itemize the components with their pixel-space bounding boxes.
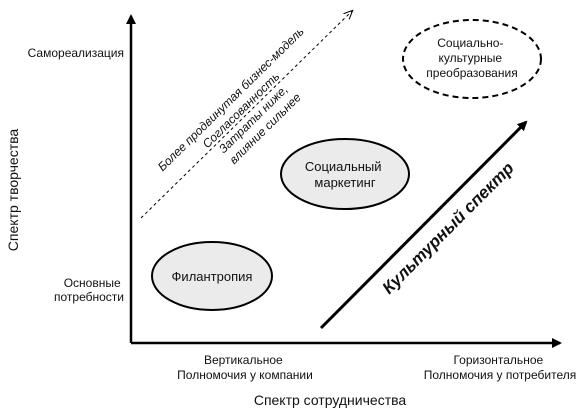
y-label-top: Самореализация	[28, 46, 124, 60]
x-label-left-line-1: Вертикальное	[204, 353, 283, 367]
y-label-bottom-line-1: Основные	[64, 276, 121, 290]
node-sociocultural-line-2: культурные	[439, 51, 503, 65]
x-label-right-line-1: Горизонтальное	[453, 353, 543, 367]
node-social-marketing-line-1: Социальный	[305, 159, 382, 174]
node-sociocultural	[402, 19, 542, 99]
x-label-right: Горизонтальное Полномочия у потребителя	[424, 353, 576, 382]
x-axis-title: Спектр сотрудничества	[254, 392, 407, 408]
node-social-marketing-label: Социальный маркетинг	[305, 159, 385, 190]
node-social-marketing-line-2: маркетинг	[314, 175, 375, 190]
cultural-spectrum-arrow	[319, 120, 528, 330]
node-sociocultural-label: Социально- культурные преобразования	[426, 36, 517, 80]
node-social-marketing	[280, 138, 410, 210]
node-philanthropy-label: Филантропия	[172, 269, 253, 284]
y-label-bottom-line-2: потребности	[54, 290, 124, 304]
node-sociocultural-line-3: преобразования	[426, 66, 517, 80]
node-philanthropy	[151, 241, 273, 311]
dotted-diagonal-arrow	[140, 11, 352, 219]
x-label-right-line-2: Полномочия у потребителя	[424, 368, 576, 382]
x-label-left-line-2: Полномочия у компании	[177, 368, 313, 382]
y-label-bottom: Основные потребности	[54, 276, 124, 304]
x-label-left: Вертикальное Полномочия у компании	[177, 353, 313, 382]
node-sociocultural-line-1: Социально-	[437, 36, 503, 50]
y-axis-title: Спектр творчества	[5, 129, 21, 252]
